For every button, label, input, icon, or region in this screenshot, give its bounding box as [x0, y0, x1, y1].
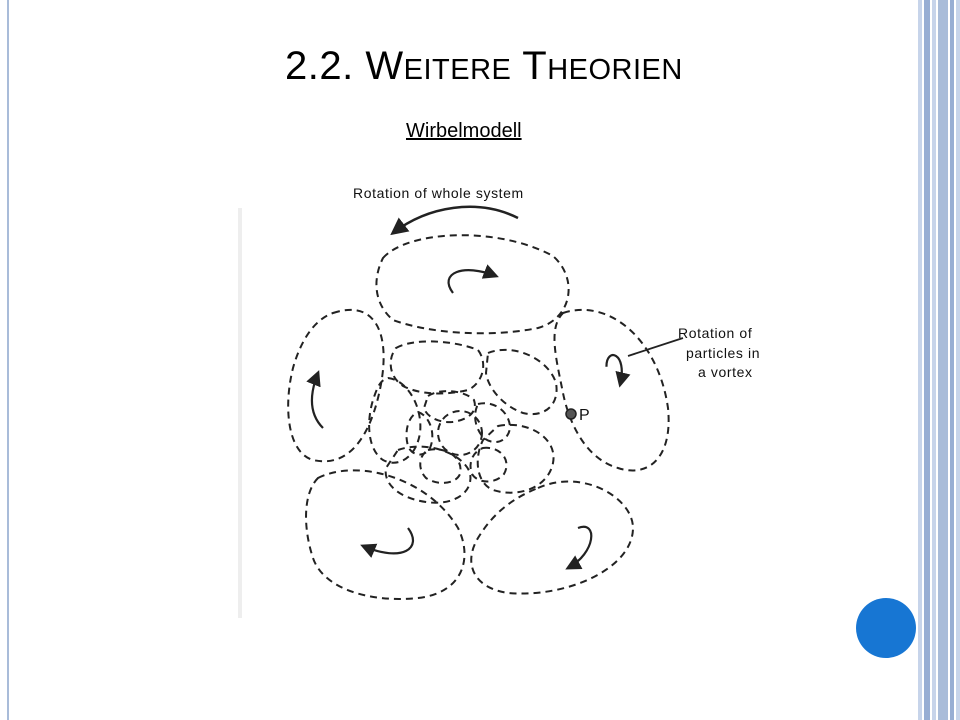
vortex-bottom-right: [470, 480, 635, 595]
vortex-top: [375, 234, 570, 335]
label-system-rotation: Rotation of whole system: [353, 185, 524, 201]
label-particles-line1: Rotation of: [678, 325, 752, 341]
vortex-left: [287, 308, 385, 463]
middle-vortex-bottom-left: [384, 445, 472, 504]
slide-subtitle: Wirbelmodell: [406, 120, 522, 142]
middle-vortex-right: [484, 348, 558, 416]
right-decorative-strip: [918, 0, 960, 720]
vortex-right: [553, 308, 670, 472]
vortex-bottom-left: [305, 469, 466, 600]
title-number: 2.2.: [285, 44, 366, 88]
label-particles-line2: particles in: [686, 345, 760, 361]
left-frame-rule: [7, 0, 9, 720]
slide-title: 2.2. WEITERE THEORIEN: [285, 44, 683, 88]
accent-circle: [856, 598, 916, 658]
middle-vortex-left: [368, 376, 422, 464]
vortex-model-diagram: Rotation of whole system Rotation of par…: [238, 168, 783, 620]
middle-vortex-bottom-right: [476, 423, 555, 494]
middle-vortex-top: [389, 340, 485, 395]
label-point-p: P: [579, 407, 590, 424]
label-particles-line3: a vortex: [698, 364, 753, 380]
